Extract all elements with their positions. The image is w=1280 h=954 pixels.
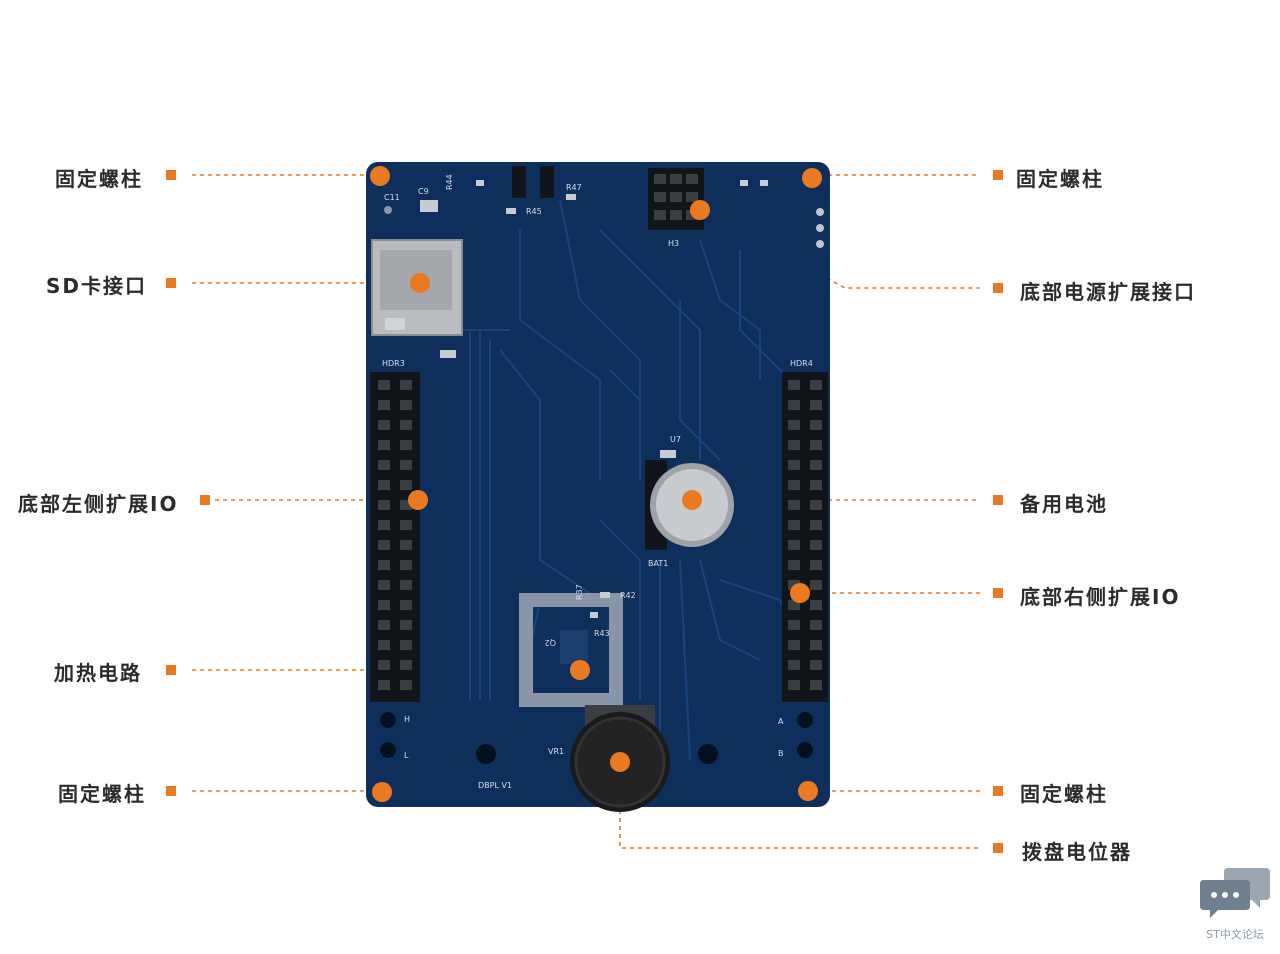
dot-heating <box>570 660 590 680</box>
label-standoff-top-left: 固定螺柱 <box>55 167 143 191</box>
pcb-board <box>366 162 830 812</box>
dot-standoff-bottom-right <box>798 781 818 801</box>
dot-battery <box>682 490 702 510</box>
label-standoff-bottom-left: 固定螺柱 <box>58 782 146 806</box>
chat-bubble-icon <box>1200 868 1270 918</box>
silk-u7: U7 <box>670 435 681 444</box>
silk-b: B <box>778 749 784 758</box>
silk-l: L <box>404 751 409 760</box>
silk-bat1: BAT1 <box>648 559 668 568</box>
label-power-expansion: 底部电源扩展接口 <box>1020 280 1196 304</box>
dot-power-expansion <box>690 200 710 220</box>
dot-left-io <box>408 490 428 510</box>
silk-a: A <box>778 717 784 726</box>
bullet-square <box>993 283 1003 293</box>
label-right-expansion-io: 底部右侧扩展IO <box>1020 585 1181 609</box>
label-heating-circuit: 加热电路 <box>54 661 142 685</box>
silk-board-name: DBPL V1 <box>478 781 512 790</box>
bullet-square <box>993 843 1003 853</box>
silk-r37: R37 <box>575 584 584 600</box>
label-standoff-top-right: 固定螺柱 <box>1016 167 1104 191</box>
silk-vr1: VR1 <box>548 747 564 756</box>
bullet-square <box>993 588 1003 598</box>
bullet-square <box>200 495 210 505</box>
silk-r42: R42 <box>620 591 636 600</box>
bullet-square <box>166 786 176 796</box>
silk-hdr3: HDR3 <box>382 359 405 368</box>
watermark-text: ST中文论坛 <box>1206 928 1264 941</box>
silk-r47: R47 <box>566 183 582 192</box>
forum-watermark: ST中文论坛 <box>1200 866 1270 942</box>
dot-standoff-top-right <box>802 168 822 188</box>
bullet-square <box>166 278 176 288</box>
label-backup-battery: 备用电池 <box>1020 492 1108 516</box>
bullet-square <box>993 170 1003 180</box>
dot-right-io <box>790 583 810 603</box>
dot-potentiometer <box>610 752 630 772</box>
label-dial-potentiometer: 拨盘电位器 <box>1022 840 1132 864</box>
silk-r45: R45 <box>526 207 542 216</box>
bullet-square <box>993 495 1003 505</box>
dot-standoff-bottom-left <box>372 782 392 802</box>
label-standoff-bottom-right: 固定螺柱 <box>1020 782 1108 806</box>
silk-q2: Q2 <box>545 638 556 647</box>
silk-c11: C11 <box>384 193 400 202</box>
silk-h3: H3 <box>668 239 679 248</box>
silk-c9: C9 <box>418 187 429 196</box>
bullet-square <box>166 170 176 180</box>
label-sd-card-slot: SD卡接口 <box>46 274 148 298</box>
dot-standoff-top-left <box>370 166 390 186</box>
silk-hdr4: HDR4 <box>790 359 813 368</box>
bullet-square <box>166 665 176 675</box>
label-left-expansion-io: 底部左侧扩展IO <box>18 492 179 516</box>
bullet-square <box>993 786 1003 796</box>
dot-sd-card <box>410 273 430 293</box>
marker-dots <box>370 166 822 802</box>
silk-r43: R43 <box>594 629 610 638</box>
silkscreen-labels: HDR3 HDR4 H3 BAT1 VR1 DBPL V1 R47 R45 R4… <box>382 183 813 790</box>
silk-r44: R44 <box>445 174 454 190</box>
silk-h: H <box>404 715 410 724</box>
